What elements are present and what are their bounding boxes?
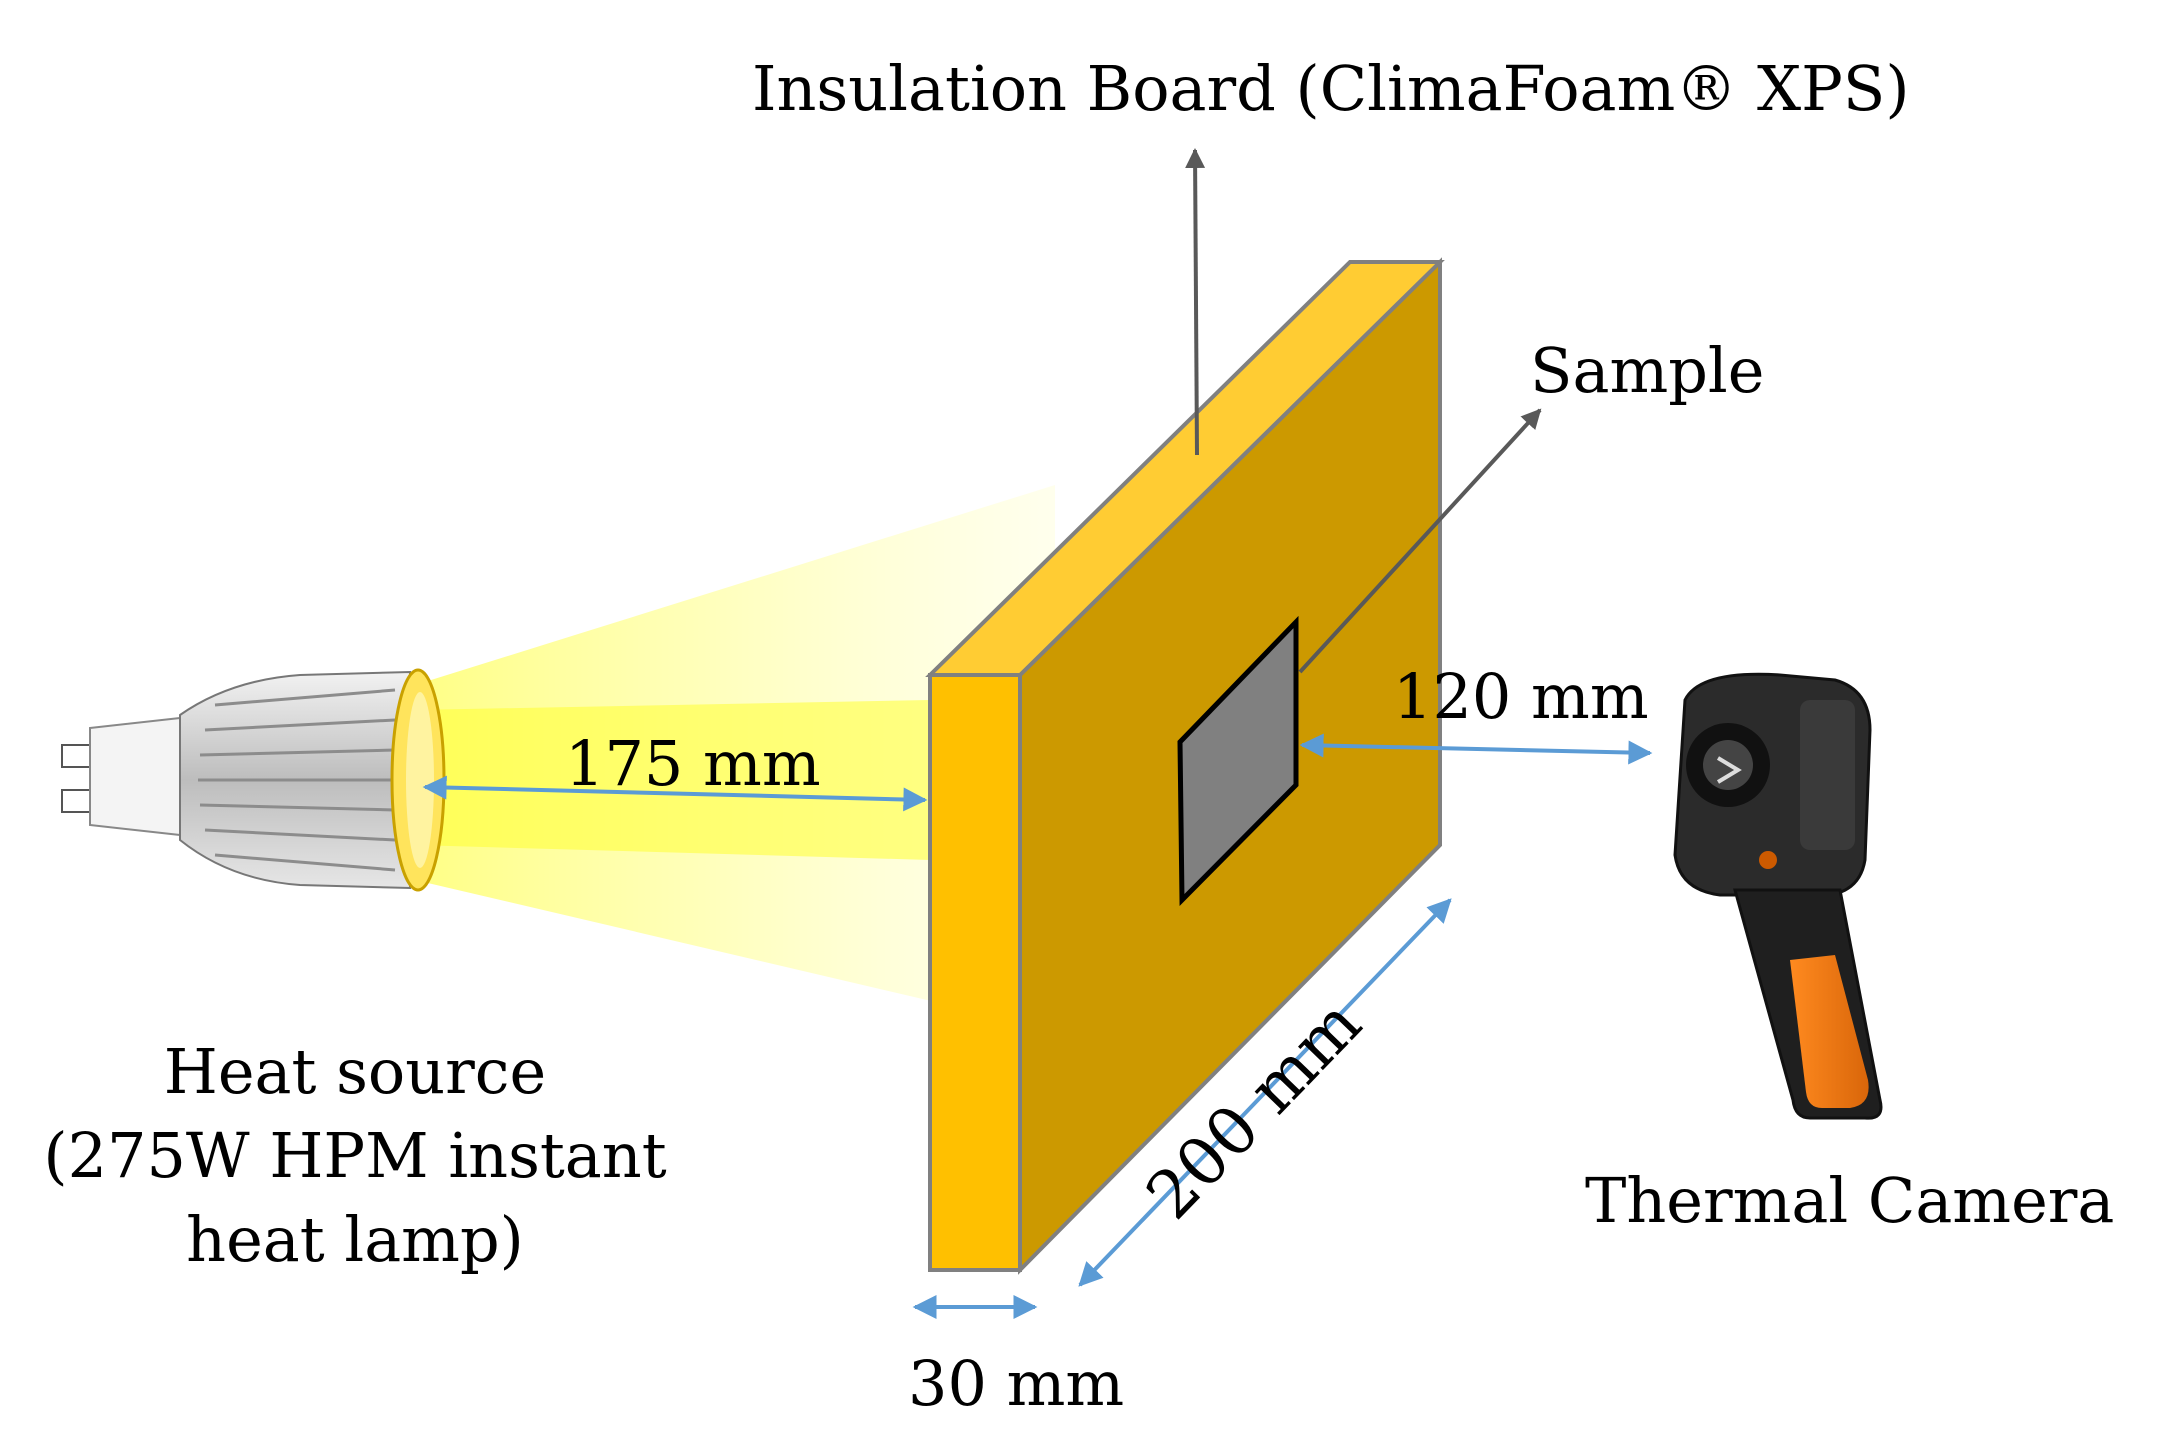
sample-label: Sample [1530, 334, 1764, 407]
board-width-dimension-arrow [1078, 898, 1452, 1287]
sample-to-camera-dimension-arrow [1299, 733, 1653, 765]
insulation-board-leader-arrow [1185, 148, 1206, 456]
insulation-board-label: Insulation Board (ClimaFoam® XPS) [752, 52, 1910, 125]
sample-plate [1177, 615, 1299, 906]
heat-source-label-line3: heat lamp) [186, 1203, 524, 1276]
lamp-to-board-dimension-label: 175 mm [565, 727, 821, 800]
heat-source-label-line1: Heat source [164, 1035, 546, 1108]
heat-lamp-bulb-icon [61, 668, 446, 892]
sample-leader-arrow [1298, 408, 1542, 674]
thermal-camera-label: Thermal Camera [1585, 1164, 2114, 1237]
sample-to-camera-dimension-label: 120 mm [1393, 660, 1649, 733]
thermal-camera-icon [1673, 672, 1883, 1120]
heat-source-label-line2: (275W HPM instant [43, 1119, 666, 1192]
board-thickness-dimension-label: 30 mm [908, 1347, 1124, 1420]
lamp-to-board-dimension-arrow [422, 775, 928, 812]
